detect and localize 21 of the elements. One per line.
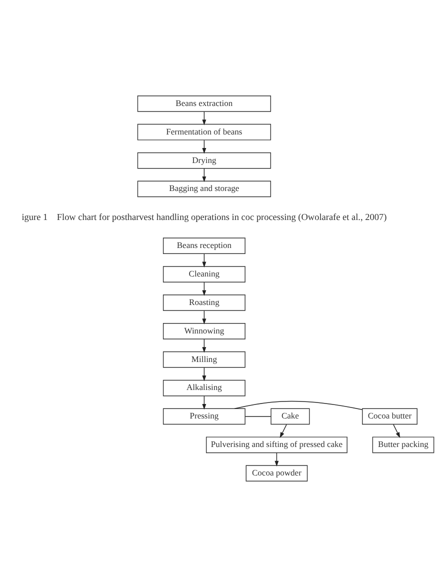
connector (234, 400, 363, 410)
node-box: Butter packing (372, 436, 434, 454)
node-box: Alkalising (162, 380, 246, 396)
node-box: Cocoa powder (246, 465, 308, 482)
node-box: Winnowing (162, 322, 246, 340)
node-box: Milling (162, 351, 246, 368)
arrow (280, 424, 287, 438)
label: igure 1 Flow chart for postharvest handling operations in coc processing (Owolarafe et al., 2007) (22, 212, 387, 222)
node-box: Roasting (162, 294, 246, 311)
node-box: Beans reception (162, 238, 246, 254)
node-box: Drying (137, 152, 272, 169)
connector (244, 416, 272, 417)
node-box: Pressing (162, 408, 246, 425)
node-box: Beans extraction (137, 96, 272, 112)
arrow (393, 424, 400, 438)
node-box: Cleaning (162, 266, 246, 282)
node-box: Pulverising and sifting of pressed cake (206, 436, 348, 454)
node-box: Cocoa butter (362, 408, 418, 425)
node-box: Cake (270, 408, 310, 425)
node-box: Fermentation of beans (137, 124, 272, 140)
node-box: Bagging and storage (137, 180, 272, 198)
